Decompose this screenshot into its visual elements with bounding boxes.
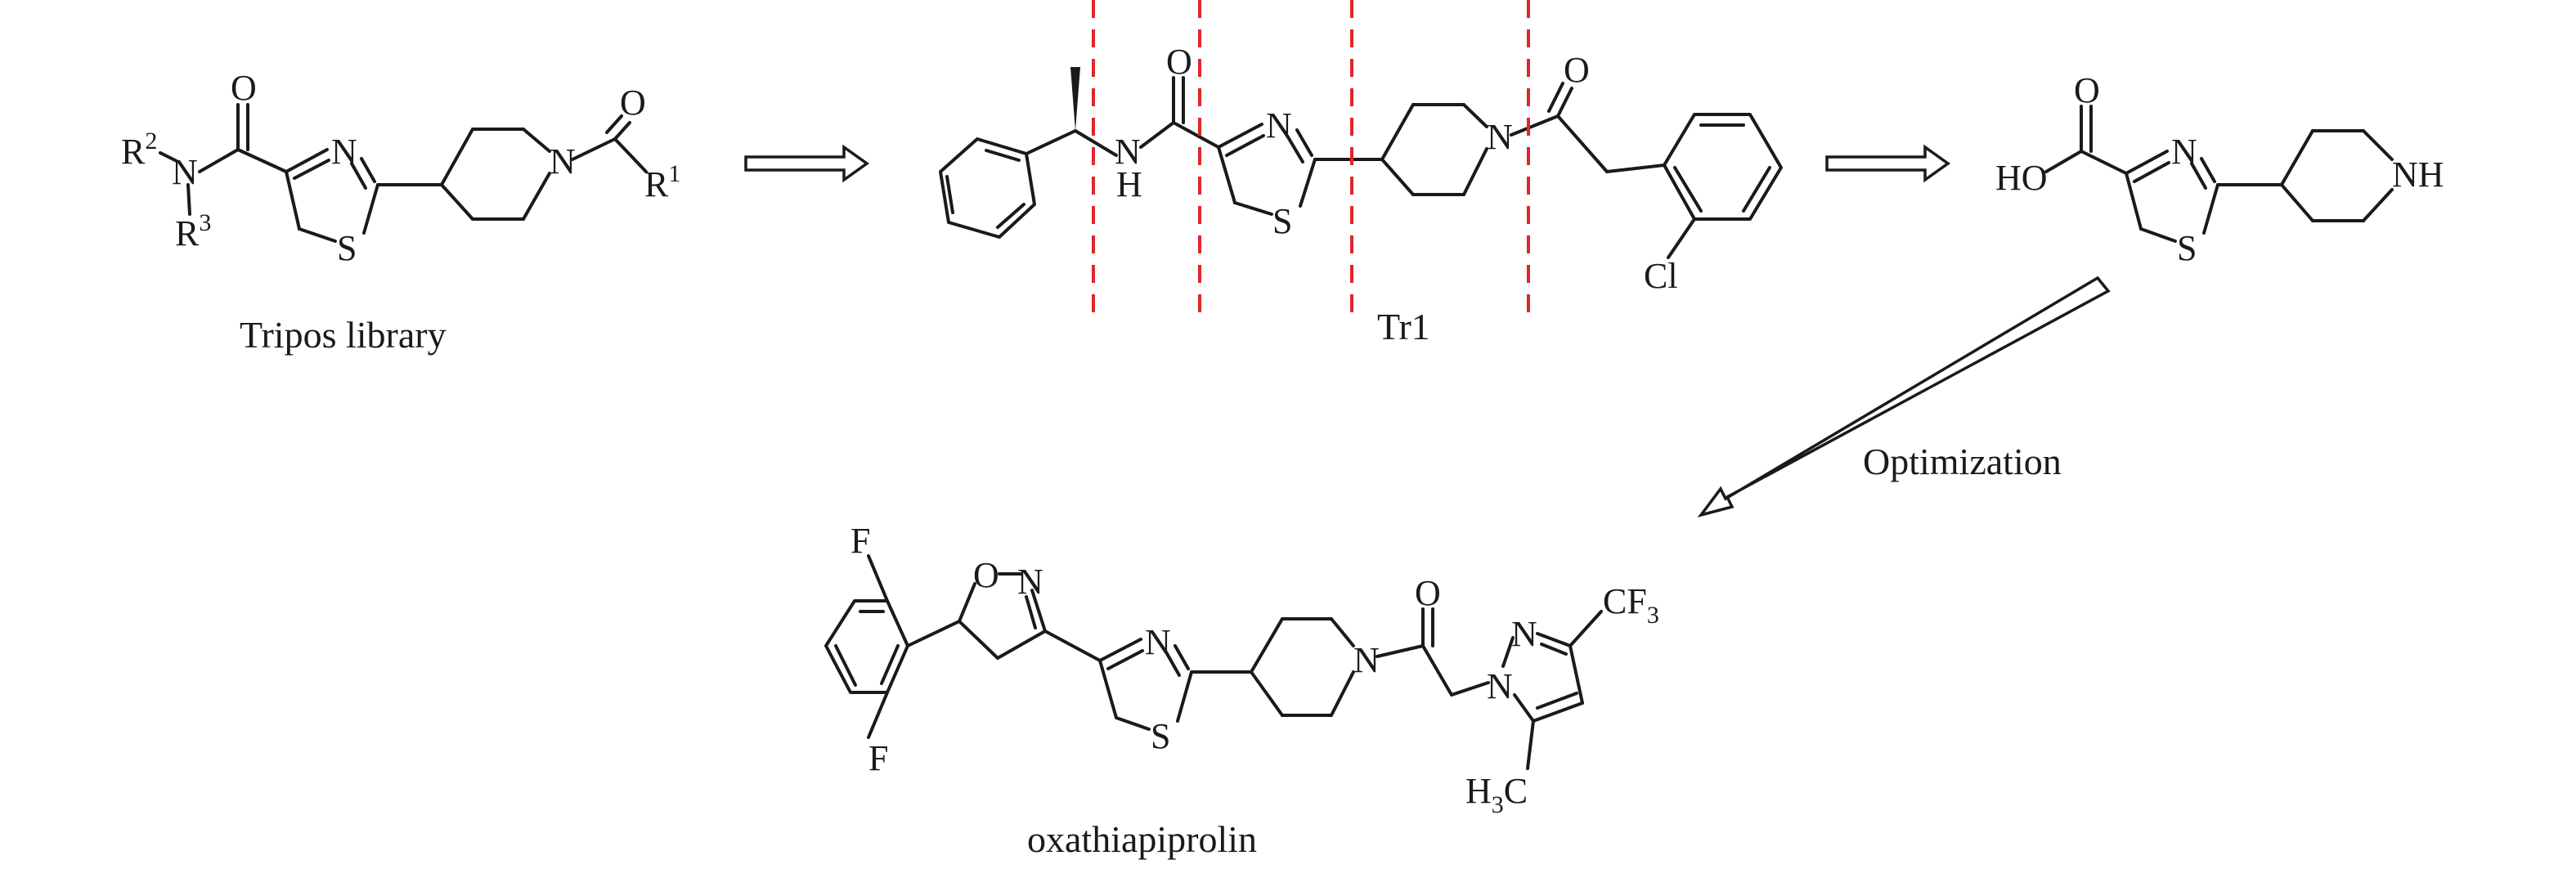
atom-label-HO: HO [1995, 158, 2048, 198]
atom-label-NH: NH [2392, 155, 2444, 195]
atom-label-Cl: Cl [1644, 256, 1678, 296]
atom-label-N: N [172, 152, 198, 192]
atom-label-N: N [1266, 105, 1292, 146]
atom-label-N: N [1017, 562, 1043, 602]
atom-label-F: F [868, 738, 888, 778]
atom-label-CF3: CF3 [1603, 581, 1659, 629]
atom-label-O: O [2074, 70, 2100, 110]
atom-label-N: N [1115, 132, 1141, 172]
tr1-structure: N H O N S N O Cl Tr1 [939, 0, 1783, 347]
atom-label-R1: R1 [644, 160, 680, 204]
atom-label-H: H [1116, 164, 1142, 204]
oxathiapiprolin-structure: F F O N N S N O N N CF3 H3C oxathiapipro… [824, 521, 1659, 860]
atom-label-O: O [1415, 573, 1441, 613]
atom-label-F: F [850, 521, 870, 561]
atom-label-S: S [1272, 201, 1292, 241]
optimization-arrow [1697, 275, 2111, 517]
atom-label-R3: R3 [175, 209, 211, 253]
atom-label-N: N [331, 132, 357, 172]
atom-label-H3C: H3C [1465, 771, 1528, 818]
atom-label-N: N [1145, 622, 1171, 662]
atom-label-R2: R2 [121, 128, 157, 172]
caption-tr1: Tr1 [1377, 306, 1430, 347]
tripos-library-structure: R2 N R3 O N S N O R1 Tripos library [121, 68, 680, 356]
atom-label-O: O [1166, 42, 1192, 82]
caption-optimization: Optimization [1863, 441, 2062, 482]
atom-label-N: N [1353, 640, 1380, 680]
atom-label-O: O [1564, 50, 1590, 90]
atom-label-O: O [231, 68, 257, 108]
retrosynthesis-arrow [744, 144, 870, 183]
atom-label-N: N [1487, 666, 1513, 706]
atom-label-N: N [1511, 614, 1537, 654]
atom-label-S: S [2177, 228, 2197, 268]
atom-label-N: N [1487, 117, 1513, 157]
caption-tripos-library: Tripos library [240, 314, 447, 356]
atom-label-N: N [550, 141, 576, 181]
atom-label-O: O [973, 555, 999, 595]
atom-label-S: S [1151, 716, 1170, 756]
core-acid-structure: HO O N S NH [1995, 70, 2444, 268]
caption-oxathiapiprolin: oxathiapiprolin [1027, 818, 1257, 860]
atom-label-S: S [337, 228, 357, 268]
retrosynthesis-arrow [1825, 144, 1951, 183]
atom-label-O: O [620, 83, 646, 123]
atom-label-N: N [2171, 132, 2197, 172]
